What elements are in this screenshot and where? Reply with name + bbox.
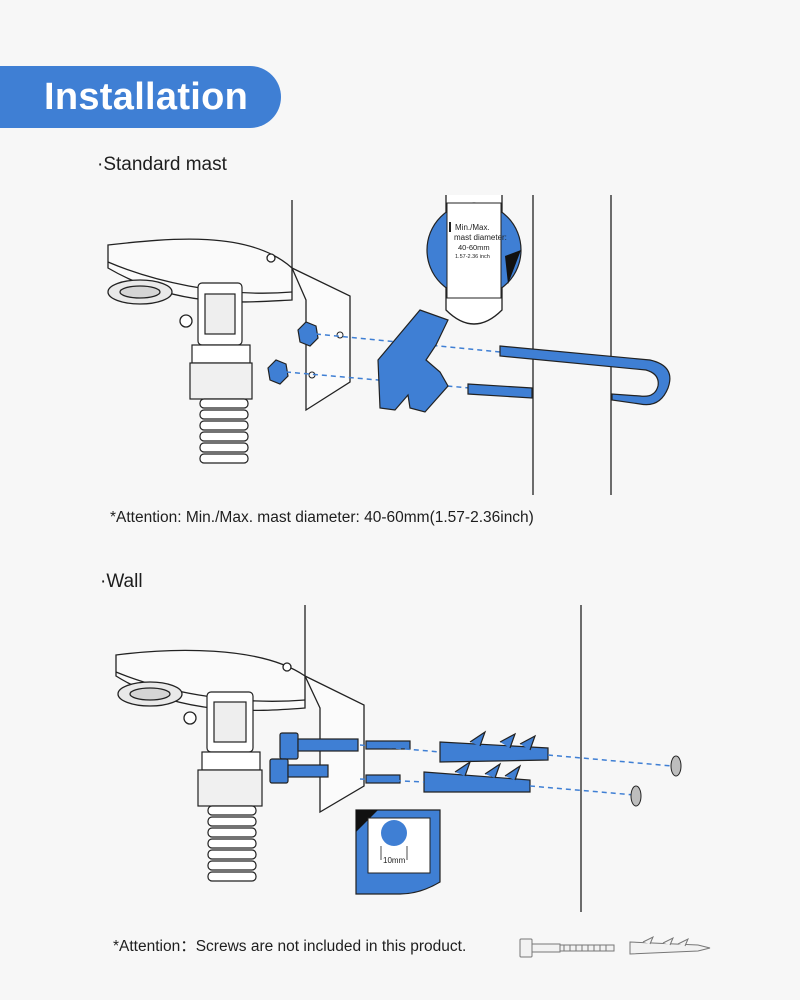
screw-icon — [519, 938, 615, 958]
antenna-arm — [115, 605, 306, 725]
wall-mount-diagram: 10mm — [115, 605, 682, 912]
hex-nuts — [267, 321, 319, 385]
mast-diameter-callout: Min./Max. mast diameter: 40-60mm 1.57-2.… — [426, 202, 522, 299]
wall-holes — [630, 755, 682, 807]
antenna-arm — [107, 200, 293, 328]
hole-size-callout: 10mm — [355, 809, 441, 895]
alignment-lines — [359, 744, 673, 796]
wall-anchors — [423, 730, 549, 793]
n-connector — [197, 691, 263, 882]
svg-text:40-60mm: 40-60mm — [458, 243, 490, 252]
svg-text:mast diameter:: mast diameter: — [454, 233, 507, 242]
screw-and-anchor-icons — [519, 935, 711, 958]
svg-text:1.57-2.36 inch: 1.57-2.36 inch — [455, 254, 490, 260]
u-bolt — [467, 345, 671, 406]
hex-bolts — [269, 732, 411, 784]
wall-title: ·Wall — [100, 571, 143, 592]
standard-mast-diagram: Min./Max. mast diameter: 40-60mm 1.57-2.… — [107, 195, 671, 495]
svg-text:10mm: 10mm — [383, 856, 406, 865]
v-clamp — [377, 309, 449, 413]
n-connector — [189, 282, 253, 464]
installation-banner: Installation — [0, 66, 281, 128]
mast-pole — [532, 195, 612, 495]
mast-attention-note: *Attention: Min./Max. mast diameter: 40-… — [110, 509, 534, 526]
standard-mast-title: ·Standard mast — [97, 154, 227, 175]
svg-text:Min./Max.: Min./Max. — [455, 223, 490, 232]
anchor-icon — [629, 935, 711, 955]
wall-attention-note: *Attention：Screws are not included in th… — [113, 938, 467, 955]
